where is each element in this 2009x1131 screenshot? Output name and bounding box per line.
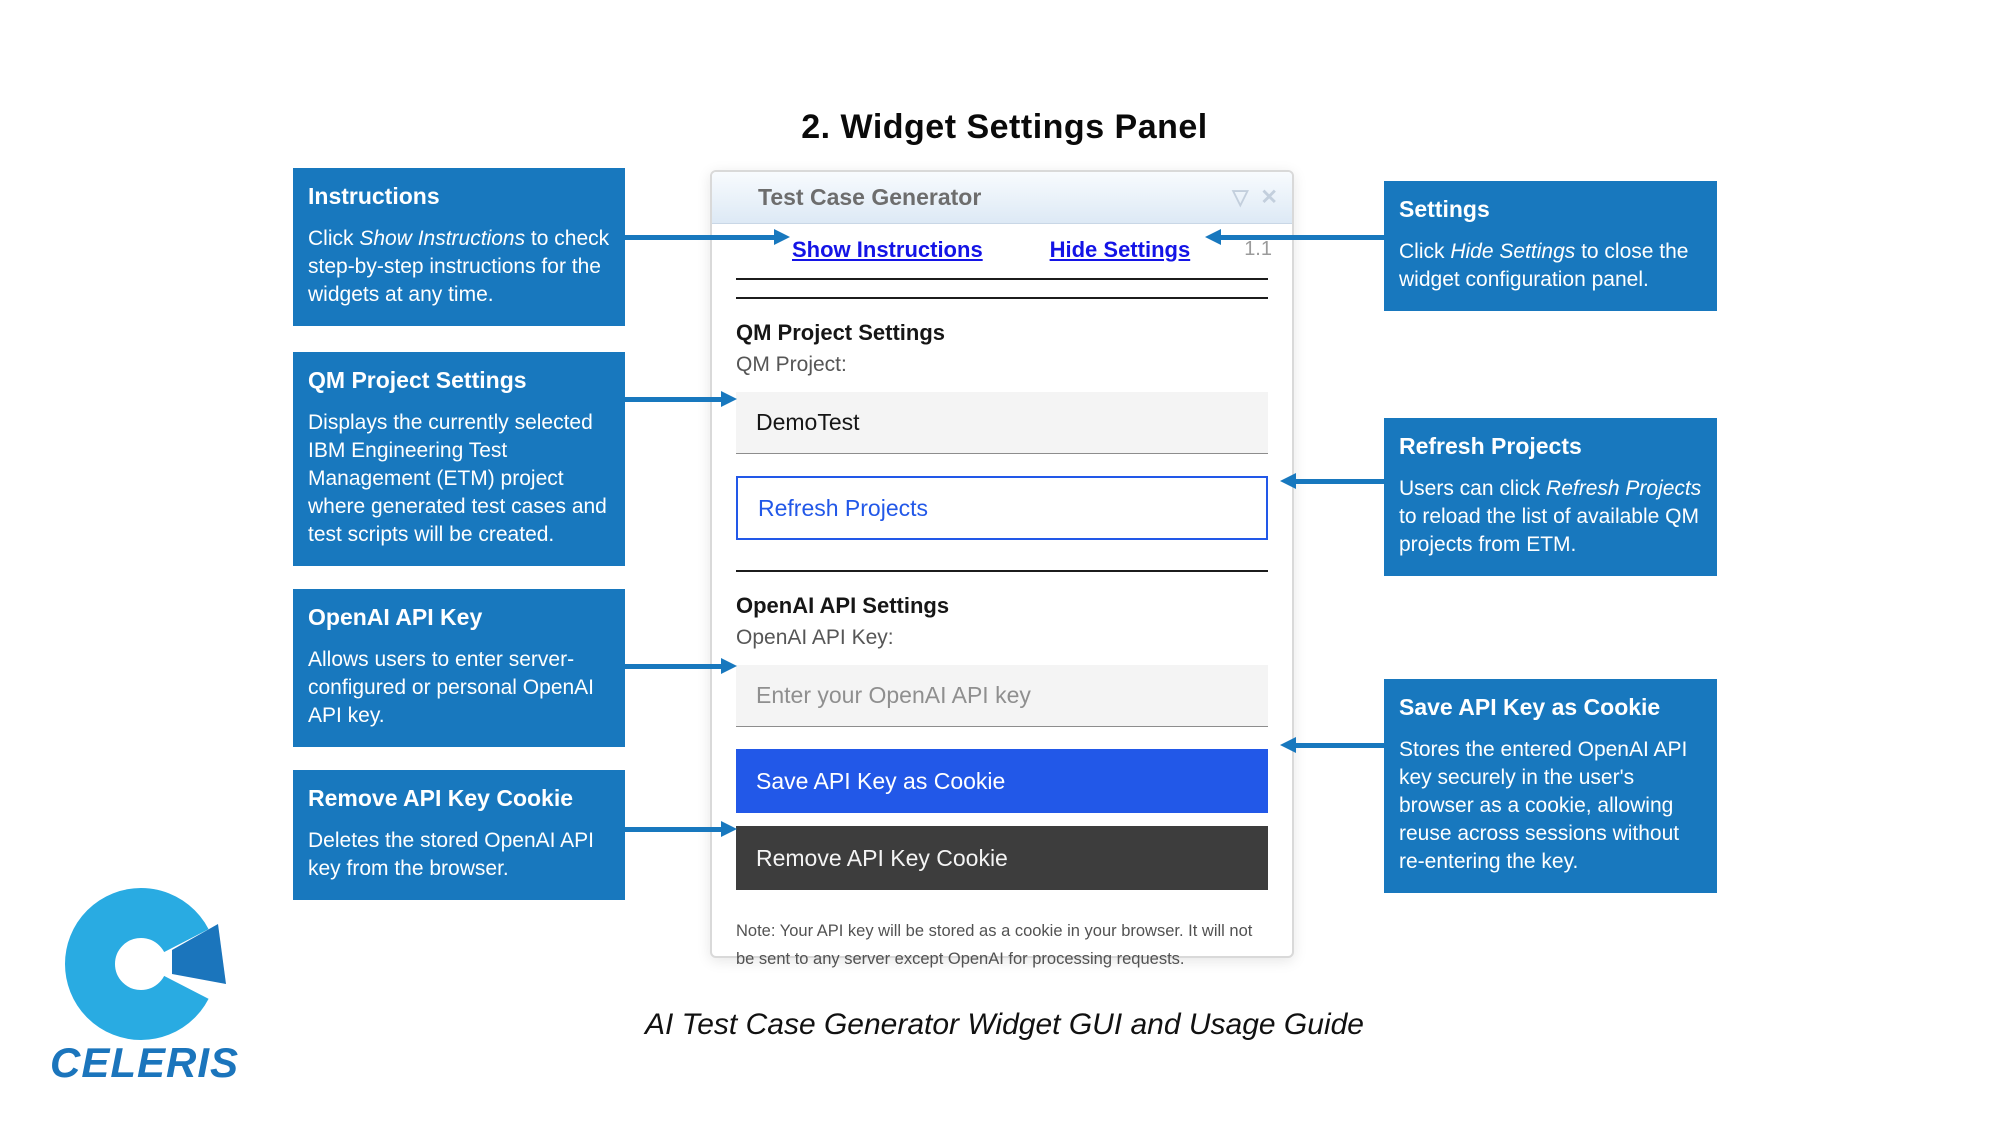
- qm-project-select[interactable]: DemoTest: [736, 392, 1268, 454]
- callout-title: Refresh Projects: [1399, 433, 1582, 459]
- save-api-key-button[interactable]: Save API Key as Cookie: [736, 749, 1268, 813]
- divider: [736, 297, 1268, 299]
- celeris-logo-icon: [65, 888, 238, 1040]
- test-case-generator-widget: Test Case Generator ▽ ✕ Show Instruction…: [710, 170, 1294, 968]
- api-settings-heading: OpenAI API Settings: [736, 593, 950, 618]
- version-label: 1.1: [1244, 238, 1272, 260]
- callout-qm-project-settings: QM Project Settings Displays the current…: [293, 352, 625, 566]
- api-key-label: OpenAI API Key:: [736, 626, 894, 649]
- page-title: 2. Widget Settings Panel: [801, 108, 1208, 146]
- callout-title: QM Project Settings: [308, 367, 527, 393]
- storage-note: Note: Your API key will be stored as a c…: [736, 922, 1253, 969]
- qm-settings-heading: QM Project Settings: [736, 320, 946, 345]
- callout-title: Settings: [1399, 196, 1490, 222]
- widget-header-icons: ▽ ✕: [1232, 187, 1278, 208]
- arrow-instructions-to-show-instructions: [625, 229, 790, 246]
- callout-title: Instructions: [308, 183, 440, 209]
- arrow-remove-cookie-to-button: [625, 821, 737, 838]
- callout-title: Remove API Key Cookie: [308, 785, 574, 811]
- callout-body: Stores the entered OpenAI API key secure…: [1399, 738, 1688, 873]
- divider: [736, 570, 1268, 572]
- widget-title: Test Case Generator: [758, 184, 982, 210]
- qm-project-label: QM Project:: [736, 353, 847, 376]
- api-key-input[interactable]: [736, 665, 1268, 727]
- callout-save-api-key-as-cookie: Save API Key as Cookie Stores the entere…: [1384, 679, 1717, 893]
- callout-refresh-projects: Refresh Projects Users can click Refresh…: [1384, 418, 1717, 576]
- show-instructions-link[interactable]: Show Instructions: [792, 236, 983, 262]
- close-icon[interactable]: ✕: [1260, 186, 1278, 209]
- callout-title: OpenAI API Key: [308, 604, 483, 630]
- arrow-settings-to-hide-settings: [1205, 229, 1384, 246]
- callout-remove-api-key-cookie: Remove API Key Cookie Deletes the stored…: [293, 770, 625, 900]
- widget-title-bar: Test Case Generator ▽ ✕: [712, 172, 1292, 224]
- callout-settings: Settings Click Hide Settings to close th…: [1384, 181, 1717, 311]
- arrow-refresh-projects-to-button: [1280, 473, 1384, 490]
- callout-body: Displays the currently selected IBM Engi…: [308, 411, 607, 546]
- celeris-logo: CELERIS: [42, 862, 272, 1087]
- chevron-down-icon[interactable]: ▽: [1232, 186, 1249, 209]
- arrow-api-key-to-input: [625, 658, 737, 675]
- callout-body: Click Hide Settings to close the widget …: [1399, 240, 1689, 291]
- divider: [736, 278, 1268, 280]
- callout-body: Users can click Refresh Projects to relo…: [1399, 477, 1702, 556]
- arrow-qm-settings-to-project-select: [625, 391, 737, 408]
- widget-body: QM Project Settings QM Project: DemoTest…: [712, 320, 1292, 973]
- figure-caption: AI Test Case Generator Widget GUI and Us…: [645, 1008, 1364, 1041]
- callout-instructions: Instructions Click Show Instructions to …: [293, 168, 625, 326]
- callout-title: Save API Key as Cookie: [1399, 694, 1661, 720]
- refresh-projects-button[interactable]: Refresh Projects: [736, 476, 1268, 540]
- hide-settings-link[interactable]: Hide Settings: [1049, 236, 1191, 262]
- callout-body: Allows users to enter server-configured …: [308, 648, 595, 727]
- widget-links-row: Show Instructions Hide Settings 1.1: [712, 224, 1292, 264]
- callout-body: Deletes the stored OpenAI API key from t…: [308, 829, 595, 880]
- remove-api-key-button[interactable]: Remove API Key Cookie: [736, 826, 1268, 890]
- arrow-save-cookie-to-button: [1280, 737, 1384, 754]
- callout-openai-api-key: OpenAI API Key Allows users to enter ser…: [293, 589, 625, 747]
- celeris-wordmark: CELERIS: [50, 1039, 240, 1086]
- callout-body: Click Show Instructions to check step-by…: [308, 227, 610, 306]
